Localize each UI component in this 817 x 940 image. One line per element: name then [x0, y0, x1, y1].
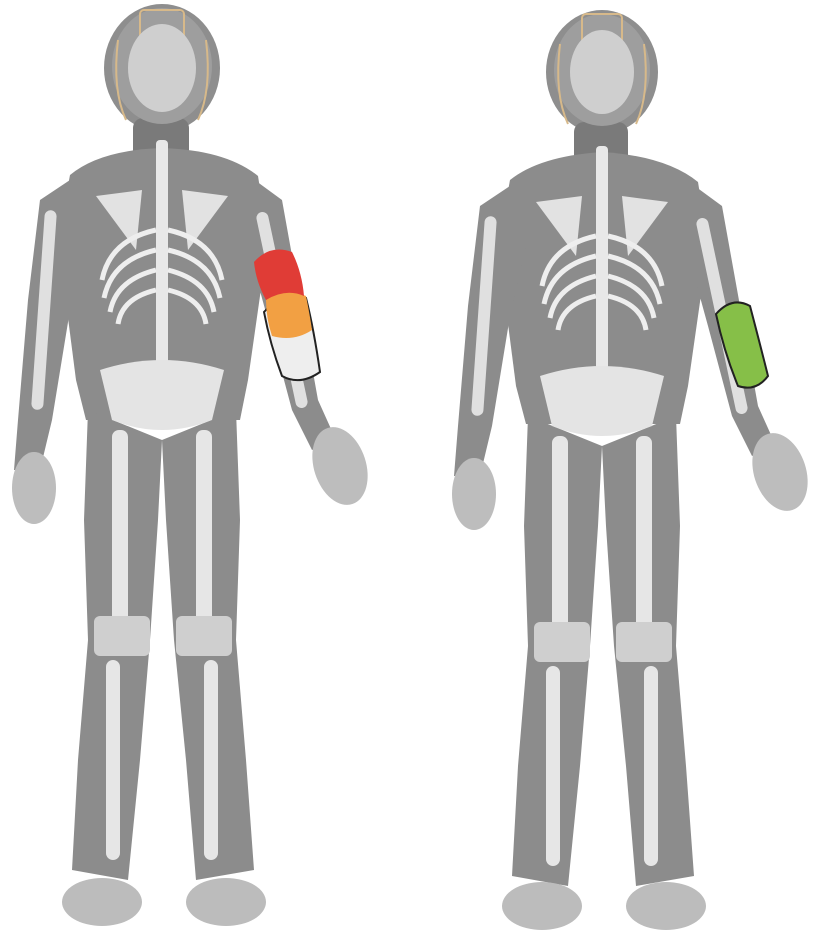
- body-figure-right-svg: [440, 0, 817, 940]
- suit-silhouette: [14, 4, 336, 880]
- body-figure-right: [440, 0, 817, 940]
- helmet: [554, 14, 650, 126]
- zone-upper-arm-middle: [266, 292, 312, 338]
- body-figure-left: [0, 0, 400, 940]
- suit-silhouette: [454, 10, 776, 886]
- helmet: [112, 8, 212, 124]
- body-figure-left-svg: [0, 0, 400, 940]
- protection-zones-left: [254, 250, 320, 381]
